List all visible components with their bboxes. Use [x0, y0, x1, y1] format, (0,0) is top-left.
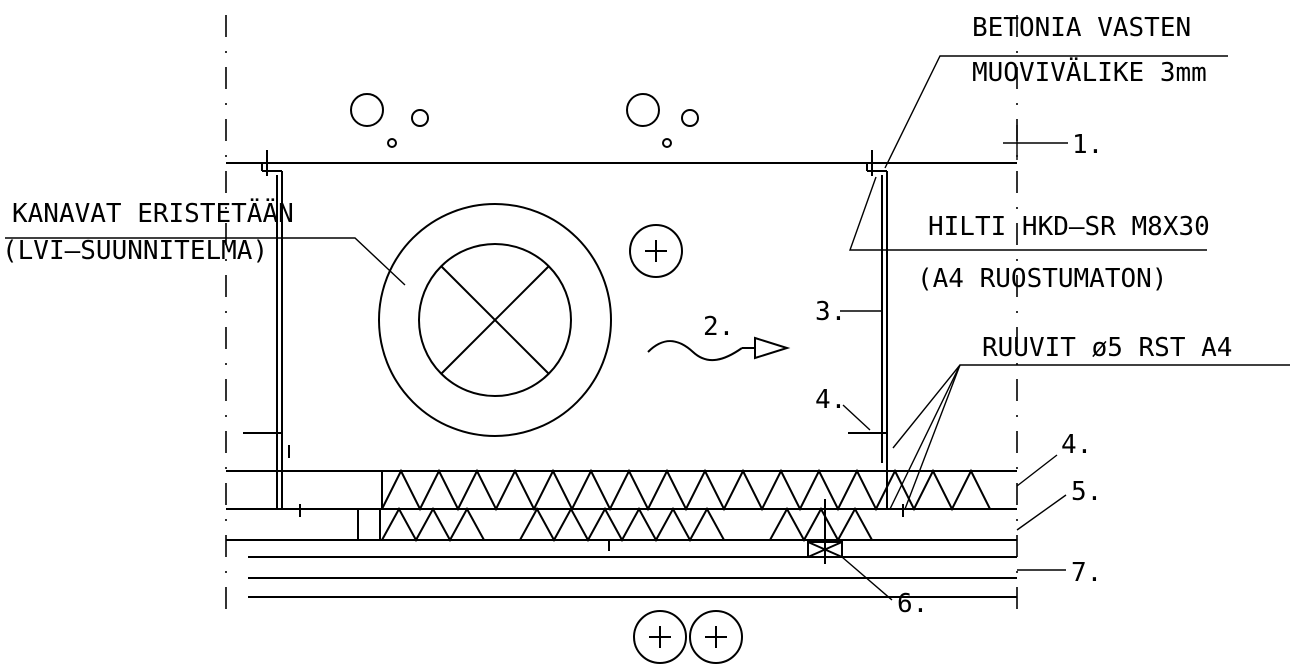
insulation-lower-c — [769, 506, 873, 543]
callout-4-inner: 4. — [815, 385, 846, 415]
note-spacer-line2: MUOVIVÄLIKE 3mm — [972, 56, 1207, 88]
callout-6: 6. — [897, 589, 928, 619]
note-insulation-line1: KANAVAT ERISTETÄÄN — [12, 197, 294, 229]
duct-symbol — [378, 203, 612, 437]
callout-1: 1. — [1072, 130, 1103, 160]
right-hanger-profile — [848, 150, 918, 517]
callout-4-outer: 4. — [1061, 430, 1092, 460]
callout-7: 7. — [1071, 558, 1102, 588]
concrete-aggregate — [350, 93, 699, 148]
lower-left-step — [337, 508, 404, 541]
layer-lines — [226, 470, 1017, 598]
note-spacer-line1: BETONIA VASTEN — [972, 13, 1191, 43]
leader-lines — [5, 55, 1290, 601]
note-insulation-line2: (LVI–SUUNNITELMA) — [2, 236, 268, 266]
note-anchor-line2: (A4 RUOSTUMATON) — [917, 264, 1167, 294]
insulation-upper — [381, 468, 991, 512]
insulation-lower-a — [381, 506, 485, 543]
callout-3: 3. — [815, 297, 846, 327]
callout-2: 2. — [703, 312, 734, 342]
callout-5: 5. — [1071, 477, 1102, 507]
airflow-arrow — [647, 336, 791, 362]
plus-circle-symbol — [629, 224, 683, 278]
fastener-box — [807, 499, 843, 564]
note-anchor-line1: HILTI HKD–SR M8X30 — [928, 212, 1210, 242]
twin-plus-circles — [633, 610, 743, 664]
note-screws: RUUVIT ø5 RST A4 — [982, 333, 1232, 363]
insulation-lower-b — [519, 506, 725, 543]
